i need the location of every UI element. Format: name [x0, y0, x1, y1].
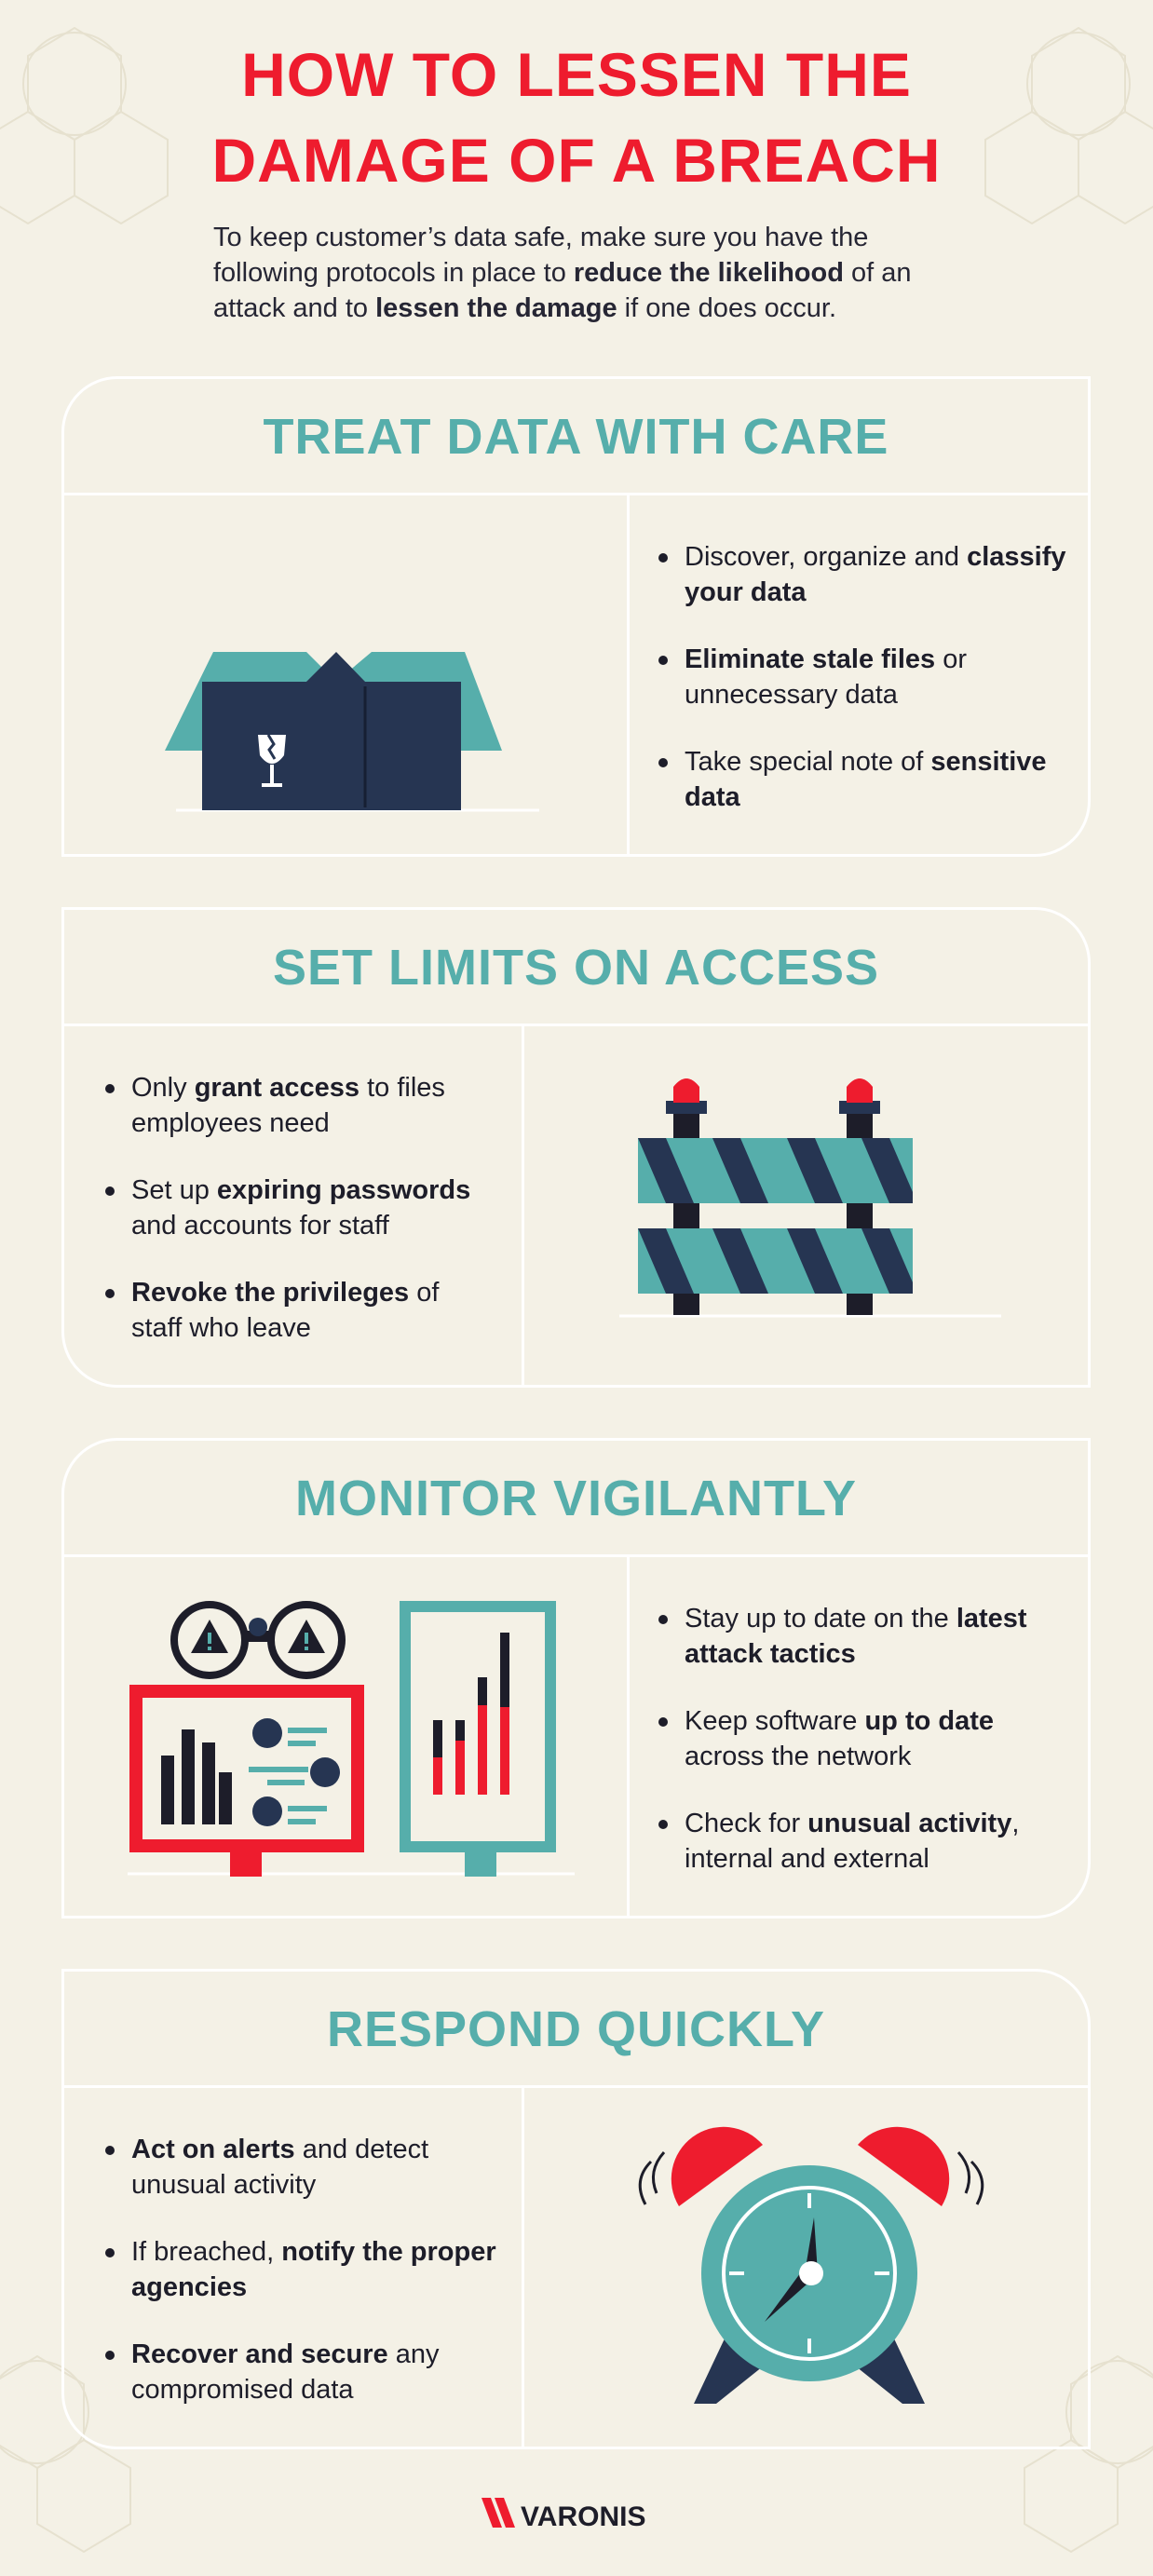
barricade-icon [619, 1078, 1001, 1318]
section-divider [522, 1026, 524, 1388]
bullet-item: Act on alerts and detect unusual activit… [105, 2132, 496, 2203]
bullet-item: If breached, notify the proper agencies [105, 2234, 496, 2305]
bullet-list: Only grant access to files employees nee… [105, 1070, 496, 1377]
section-treat-data: TREAT DATA WITH CARE Discover, organize … [61, 376, 1091, 857]
bullet-list: Act on alerts and detect unusual activit… [105, 2132, 496, 2439]
section-monitor: MONITOR VIGILANTLY [61, 1438, 1091, 1918]
bullet-item: Eliminate stale files or unnecessary dat… [658, 642, 1068, 712]
logo-text: VARONIS [521, 2501, 645, 2532]
bullet-item: Set up expiring passwords and accounts f… [105, 1173, 496, 1243]
section-respond: RESPOND QUICKLY Act on alerts and detect… [61, 1969, 1091, 2449]
intro-paragraph: To keep customer’s data safe, make sure … [213, 223, 912, 323]
section-title: TREAT DATA WITH CARE [64, 379, 1088, 495]
monitoring-dashboard-icon [128, 1601, 575, 1877]
bullet-item: Keep software up to date across the netw… [658, 1703, 1068, 1774]
section-title: SET LIMITS ON ACCESS [64, 910, 1088, 1026]
bullet-item: Only grant access to files employees nee… [105, 1070, 496, 1141]
bullet-list: Stay up to date on the latest attack tac… [658, 1601, 1068, 1908]
section-limit-access: SET LIMITS ON ACCESS Only grant access t… [61, 907, 1091, 1388]
fragile-box-icon [165, 652, 539, 812]
bullet-item: Recover and secure any compromised data [105, 2337, 496, 2407]
bullet-list: Discover, organize and classify your dat… [658, 539, 1068, 847]
bullet-item: Take special note of sensitive data [658, 744, 1068, 815]
section-title: MONITOR VIGILANTLY [64, 1441, 1088, 1557]
main-title-line-2: DAMAGE OF A BREACH [211, 126, 942, 195]
alarm-clock-icon [638, 2126, 984, 2404]
section-divider [627, 495, 630, 857]
main-title-line-1: HOW TO LESSEN THE [241, 40, 912, 109]
varonis-logo: VARONIS [482, 2498, 645, 2532]
section-divider [627, 1557, 630, 1918]
bullet-item: Revoke the privileges of staff who leave [105, 1275, 496, 1346]
bullet-item: Discover, organize and classify your dat… [658, 539, 1068, 610]
bullet-item: Check for unusual activity, internal and… [658, 1806, 1068, 1877]
section-divider [522, 2088, 524, 2449]
bullet-item: Stay up to date on the latest attack tac… [658, 1601, 1068, 1672]
section-title: RESPOND QUICKLY [64, 1972, 1088, 2088]
